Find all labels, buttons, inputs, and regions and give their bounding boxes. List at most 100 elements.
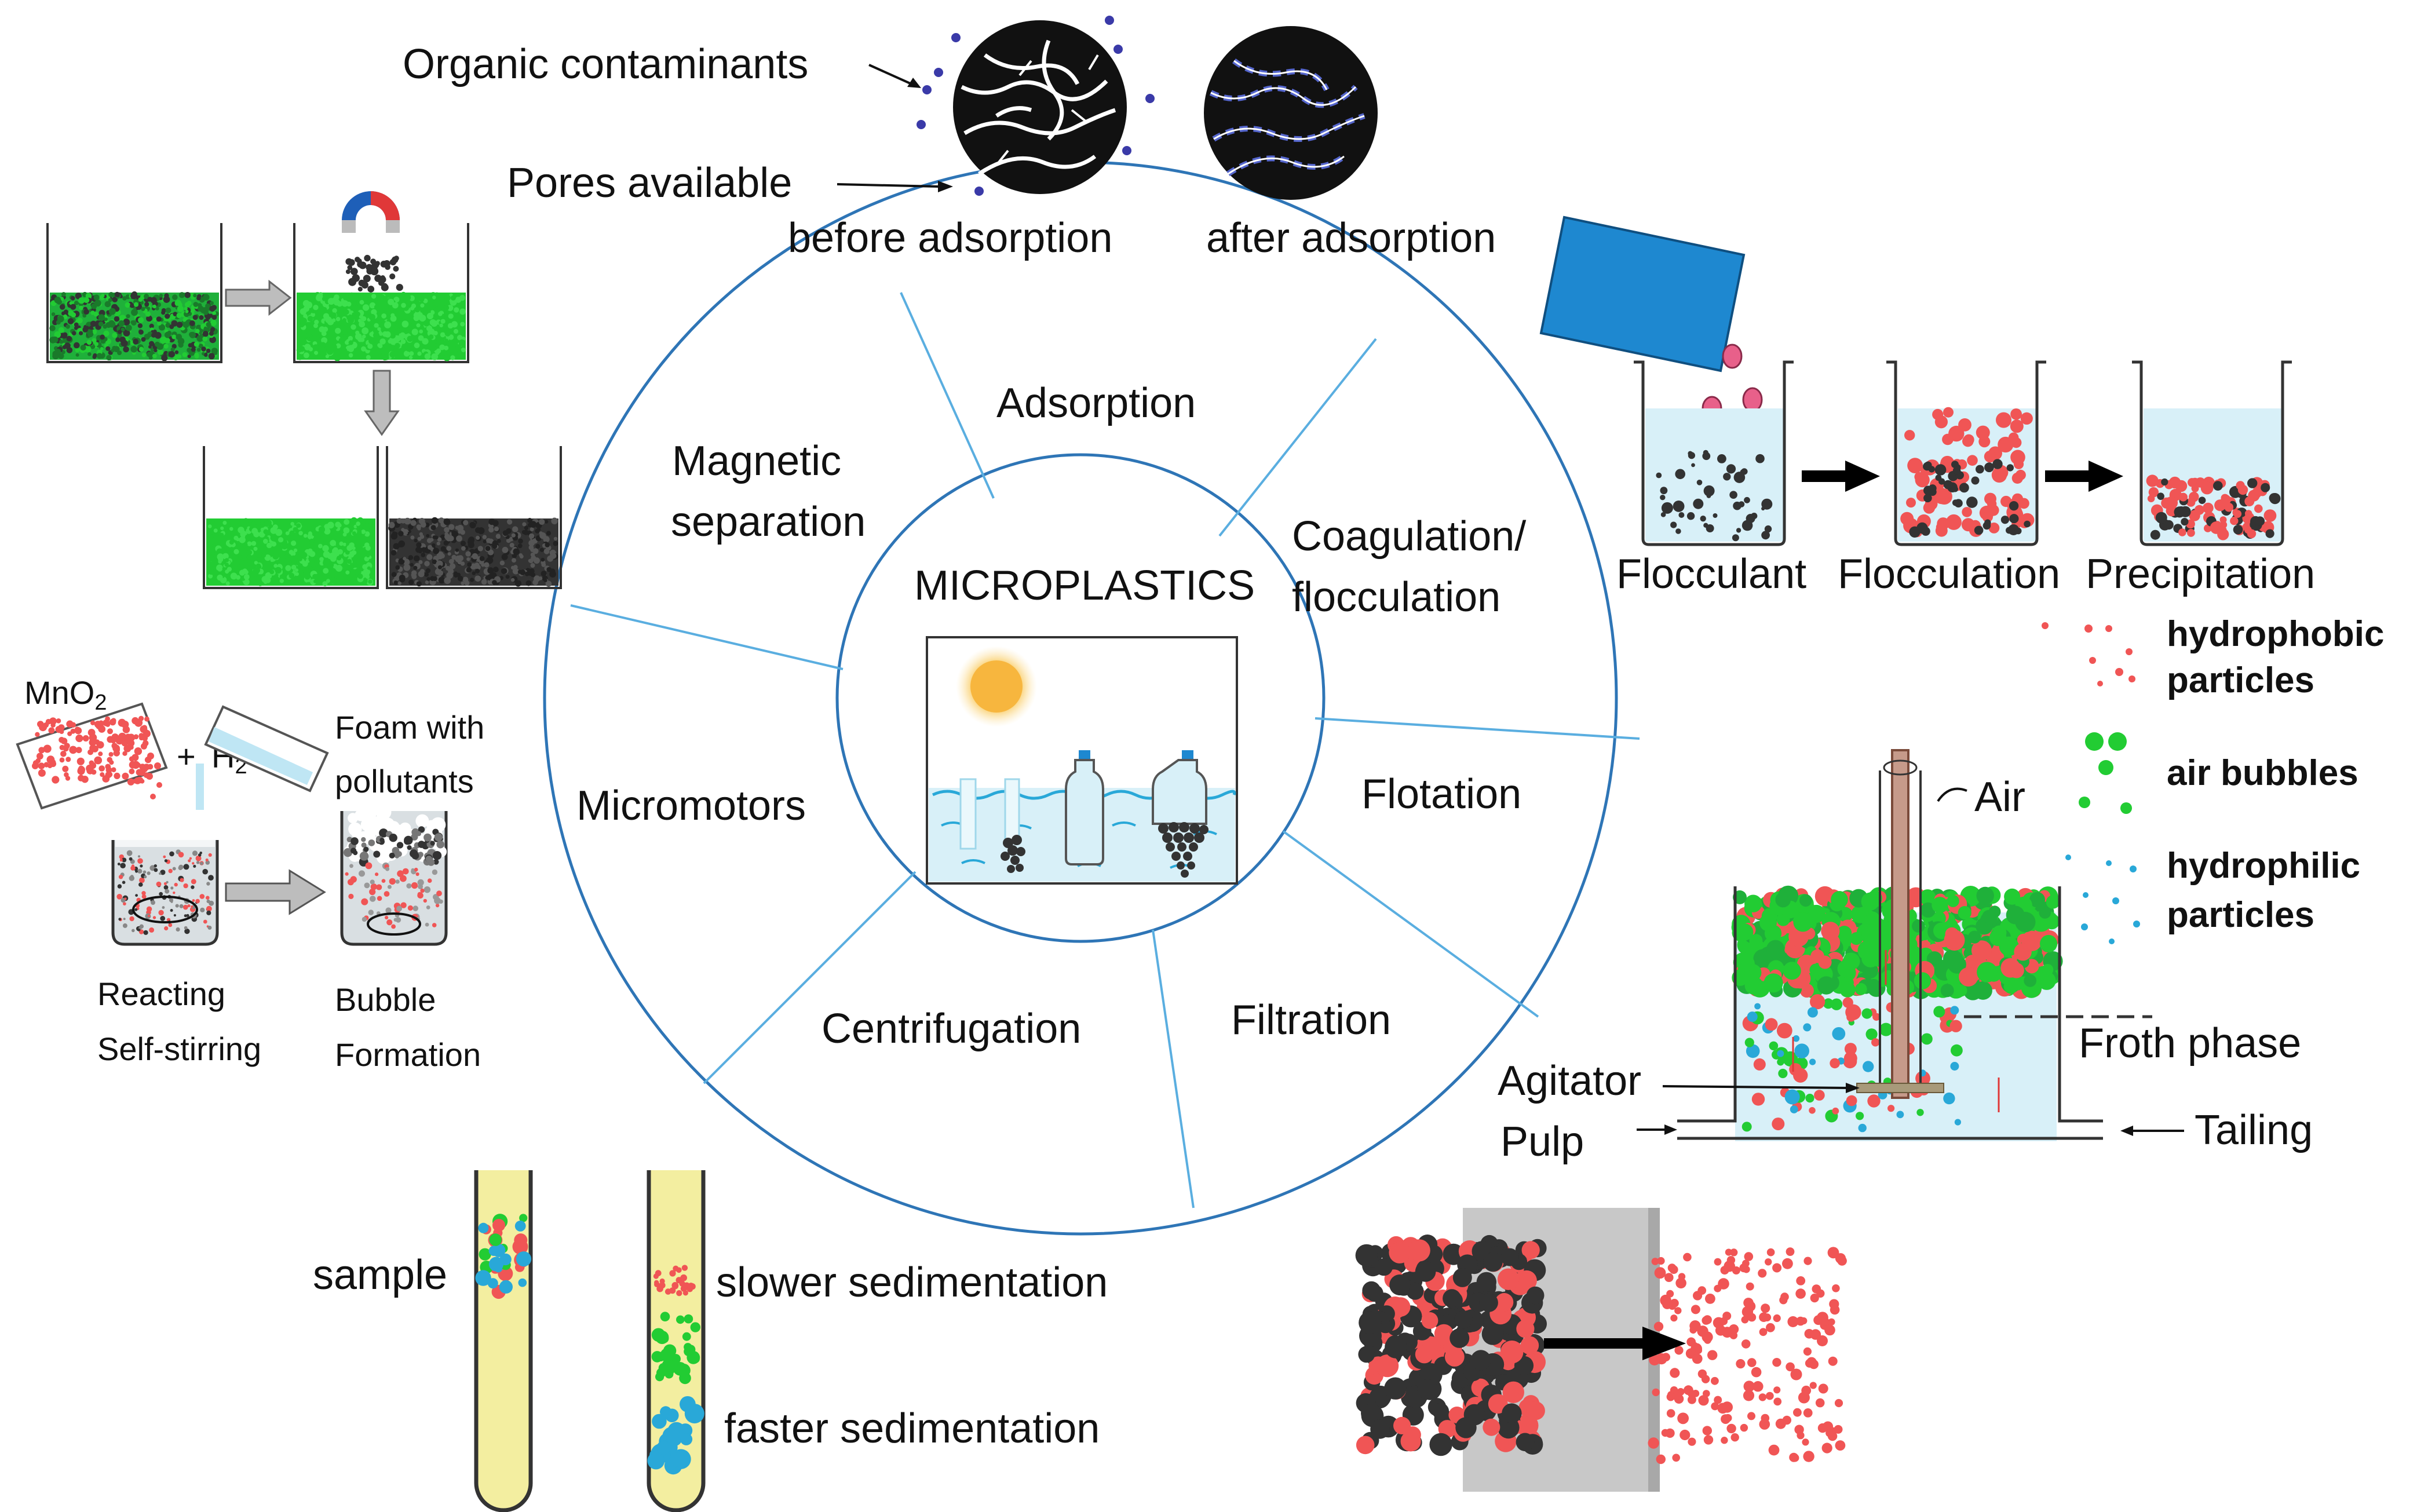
green-particle bbox=[309, 353, 316, 360]
dark-particle bbox=[415, 546, 422, 553]
green-particle bbox=[247, 550, 253, 555]
flotation-tank bbox=[1677, 749, 2152, 1141]
floc-particle bbox=[1988, 505, 1999, 516]
green-particle bbox=[313, 323, 318, 328]
green-particle bbox=[301, 552, 308, 558]
reacting-particle bbox=[207, 925, 212, 930]
suspended-particle bbox=[1966, 496, 1978, 508]
reacting-particle bbox=[205, 860, 210, 865]
green-particle bbox=[313, 579, 317, 583]
floc-particle bbox=[1962, 507, 1972, 517]
unfiltered-particle bbox=[1443, 1289, 1462, 1308]
green-particle bbox=[282, 562, 287, 567]
mixed-particle bbox=[51, 312, 56, 316]
green-particle bbox=[295, 568, 298, 572]
air-bubble bbox=[660, 1348, 674, 1362]
reacting-particle bbox=[359, 870, 365, 877]
unfiltered-particle bbox=[1370, 1419, 1390, 1439]
mixed-particle bbox=[74, 301, 79, 305]
green-particle bbox=[355, 330, 360, 335]
green-particle bbox=[287, 557, 291, 562]
mixed-particle bbox=[210, 301, 214, 305]
suspended-particle bbox=[1943, 480, 1953, 490]
dark-particle bbox=[426, 534, 430, 538]
green-particle bbox=[266, 542, 272, 549]
reacting-particle bbox=[184, 926, 188, 930]
filtered-particle bbox=[1751, 1367, 1762, 1378]
green-particle bbox=[348, 346, 355, 352]
green-particle bbox=[413, 315, 419, 322]
filtered-particle bbox=[1765, 1392, 1774, 1400]
green-particle bbox=[342, 330, 348, 335]
green-particle bbox=[224, 558, 229, 563]
precipitate-particle bbox=[2146, 474, 2159, 487]
green-particle bbox=[309, 523, 313, 527]
dark-particle bbox=[408, 579, 414, 585]
flocculant-label: Flocculant bbox=[1616, 551, 1806, 597]
test-tube-sample bbox=[474, 1170, 533, 1512]
foam-bubble bbox=[348, 813, 359, 824]
mixed-particle bbox=[119, 337, 126, 343]
mno2-particle bbox=[60, 751, 67, 757]
filtered-particle bbox=[1714, 1258, 1722, 1266]
green-particle bbox=[429, 319, 436, 326]
mixed-particle bbox=[185, 309, 189, 313]
filtered-particle bbox=[1677, 1412, 1689, 1425]
filtered-particle bbox=[1719, 1317, 1728, 1325]
magnetic-particle bbox=[359, 261, 367, 269]
pointer-arrowhead bbox=[907, 78, 921, 88]
reacting-particle bbox=[369, 888, 376, 896]
dark-particle bbox=[425, 568, 431, 574]
pulp-particle bbox=[1846, 1012, 1856, 1022]
dark-particle bbox=[551, 517, 558, 525]
filtered-particle bbox=[1775, 1418, 1786, 1429]
mixed-particle bbox=[144, 294, 149, 300]
green-particle bbox=[461, 348, 466, 353]
reacting-particle bbox=[395, 879, 400, 884]
reacting-particle bbox=[134, 908, 138, 911]
suspended-particle bbox=[1952, 499, 1959, 506]
suspended-particle bbox=[1761, 506, 1765, 511]
floc-particle bbox=[1991, 467, 2007, 483]
mno2-particle bbox=[98, 720, 104, 725]
dark-particle bbox=[477, 546, 483, 552]
pulp-particle bbox=[1810, 994, 1825, 1010]
reacting-particle bbox=[144, 875, 147, 879]
floc-particle bbox=[2011, 472, 2023, 484]
filtered-particle bbox=[1791, 1453, 1799, 1462]
mno2-particle bbox=[109, 760, 114, 765]
filtered-particle bbox=[1773, 1314, 1781, 1323]
green-particle bbox=[284, 554, 289, 560]
dark-particle bbox=[447, 552, 451, 556]
reacting-particle bbox=[184, 928, 190, 934]
unfiltered-particle bbox=[1385, 1336, 1407, 1358]
precipitate-particle bbox=[2198, 496, 2206, 504]
green-particle bbox=[364, 531, 370, 537]
green-particle bbox=[290, 522, 295, 526]
mno2-particle bbox=[65, 757, 71, 762]
green-particle bbox=[342, 542, 346, 546]
filtered-particle bbox=[1740, 1423, 1748, 1432]
filtered-particle bbox=[1688, 1437, 1696, 1446]
reacting-particle bbox=[206, 896, 210, 900]
sector-label-micromotors: Micromotors bbox=[576, 783, 806, 829]
mixed-particle bbox=[116, 293, 120, 297]
reacting-particle bbox=[124, 897, 127, 900]
filtered-particle bbox=[1664, 1273, 1674, 1282]
green-particle bbox=[301, 526, 308, 532]
green-particle bbox=[265, 578, 271, 583]
suspended-particle bbox=[1723, 473, 1731, 481]
reacting-particle bbox=[162, 906, 165, 909]
hydrophobic-particle bbox=[673, 1265, 679, 1272]
dark-particle bbox=[493, 545, 498, 549]
mixed-particle bbox=[137, 323, 143, 328]
filtered-particle bbox=[1743, 1390, 1755, 1401]
green-particle bbox=[368, 313, 375, 321]
pulp-particle bbox=[1861, 1008, 1872, 1019]
green-particle bbox=[335, 565, 342, 572]
green-particle bbox=[334, 552, 339, 557]
reacting-particle bbox=[425, 922, 429, 927]
micromotor-panel: MnO2 + H2O2 Foam with pollutants bbox=[16, 674, 484, 1073]
magnetic-particle bbox=[355, 257, 360, 262]
froth-bubble bbox=[1866, 979, 1881, 994]
